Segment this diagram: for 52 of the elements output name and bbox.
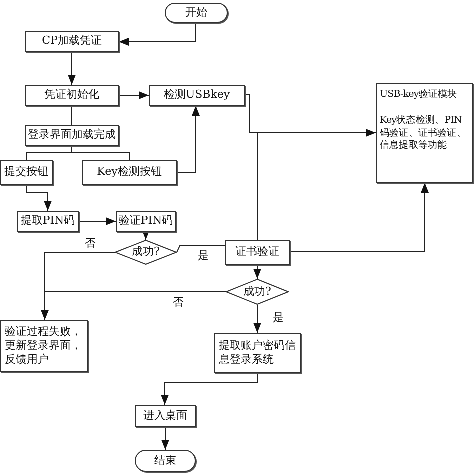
connector-line [176, 246, 226, 253]
node-text: 提交按钮 [4, 165, 48, 180]
node-text: 开始 [186, 6, 208, 20]
process-box [25, 85, 119, 106]
node-text: 结束 [154, 454, 176, 468]
process-box [82, 160, 177, 185]
node-text: 验证PIN码 [118, 214, 174, 229]
arrow [41, 292, 226, 320]
node-text: 提取账户密码信息登录系统 [219, 338, 296, 368]
process-box [17, 211, 79, 232]
node-text: 验证过程失败，更新登录界面，反馈用户 [5, 324, 83, 368]
terminal-box [165, 3, 228, 23]
module-title: USB-key验证模块 [380, 89, 458, 102]
arrow [254, 304, 262, 334]
node-text: 凭证初始化 [44, 88, 100, 103]
arrow [176, 106, 200, 174]
node-text: 成功? [244, 284, 272, 300]
arrow [118, 92, 150, 100]
process-box [135, 405, 196, 427]
node-text: Key检测按钮 [97, 165, 162, 180]
node-text: 提取PIN码 [20, 214, 76, 229]
arrow [26, 184, 52, 212]
arrow [290, 182, 429, 252]
node-text: CP加载凭证 [42, 34, 102, 49]
arrow [162, 426, 170, 450]
terminal-box [135, 450, 196, 472]
node-text: 检测USBkey [164, 88, 230, 103]
arrow [68, 52, 76, 86]
node-text: 证书验证 [236, 245, 280, 260]
decision-diamond [226, 279, 289, 305]
arrow [142, 230, 150, 240]
decision-diamond [115, 240, 177, 265]
arrow [118, 22, 196, 46]
connector-line [244, 94, 258, 240]
arrow [161, 372, 258, 406]
process-box [225, 240, 290, 265]
process-box [0, 160, 53, 185]
node-text: Key状态检测、PIN码验证、证书验证、信息提取等功能 [380, 115, 468, 152]
node-text: 进入桌面 [144, 408, 188, 424]
node-text: 登录界面加载完成 [28, 128, 116, 143]
arrow [78, 218, 116, 226]
edge-label: 否 [172, 297, 185, 310]
edge-label: 是 [272, 312, 285, 324]
edge-label: 是 [197, 250, 210, 262]
process-box [149, 85, 245, 106]
module-box [376, 83, 473, 183]
node-text: 成功? [132, 245, 160, 260]
connector-line [72, 146, 130, 160]
edge-label: 否 [84, 238, 97, 250]
arrow [254, 264, 262, 280]
process-box [25, 31, 119, 52]
process-box [214, 333, 301, 373]
